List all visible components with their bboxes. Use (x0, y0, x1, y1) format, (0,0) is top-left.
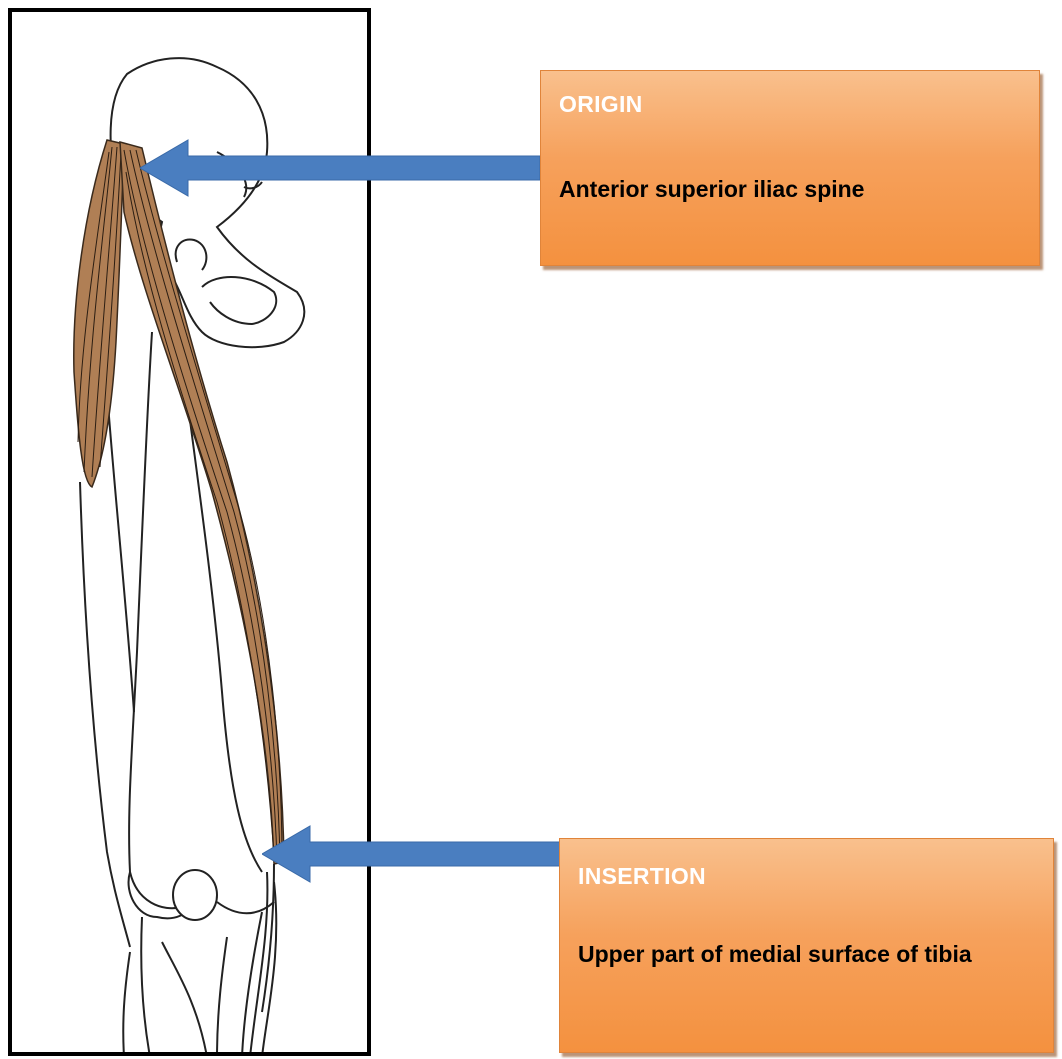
lateral-muscle (74, 140, 124, 487)
origin-callout: ORIGIN Anterior superior iliac spine (540, 70, 1040, 266)
origin-arrow-icon (140, 138, 550, 198)
femur-outline (129, 332, 182, 908)
insertion-title: INSERTION (578, 863, 706, 890)
insertion-callout: INSERTION Upper part of medial surface o… (559, 838, 1054, 1053)
insertion-description: Upper part of medial surface of tibia (578, 930, 1048, 978)
insertion-arrow-icon (262, 824, 567, 884)
origin-title: ORIGIN (559, 91, 643, 118)
patella (173, 870, 217, 920)
origin-description: Anterior superior iliac spine (559, 165, 1029, 213)
